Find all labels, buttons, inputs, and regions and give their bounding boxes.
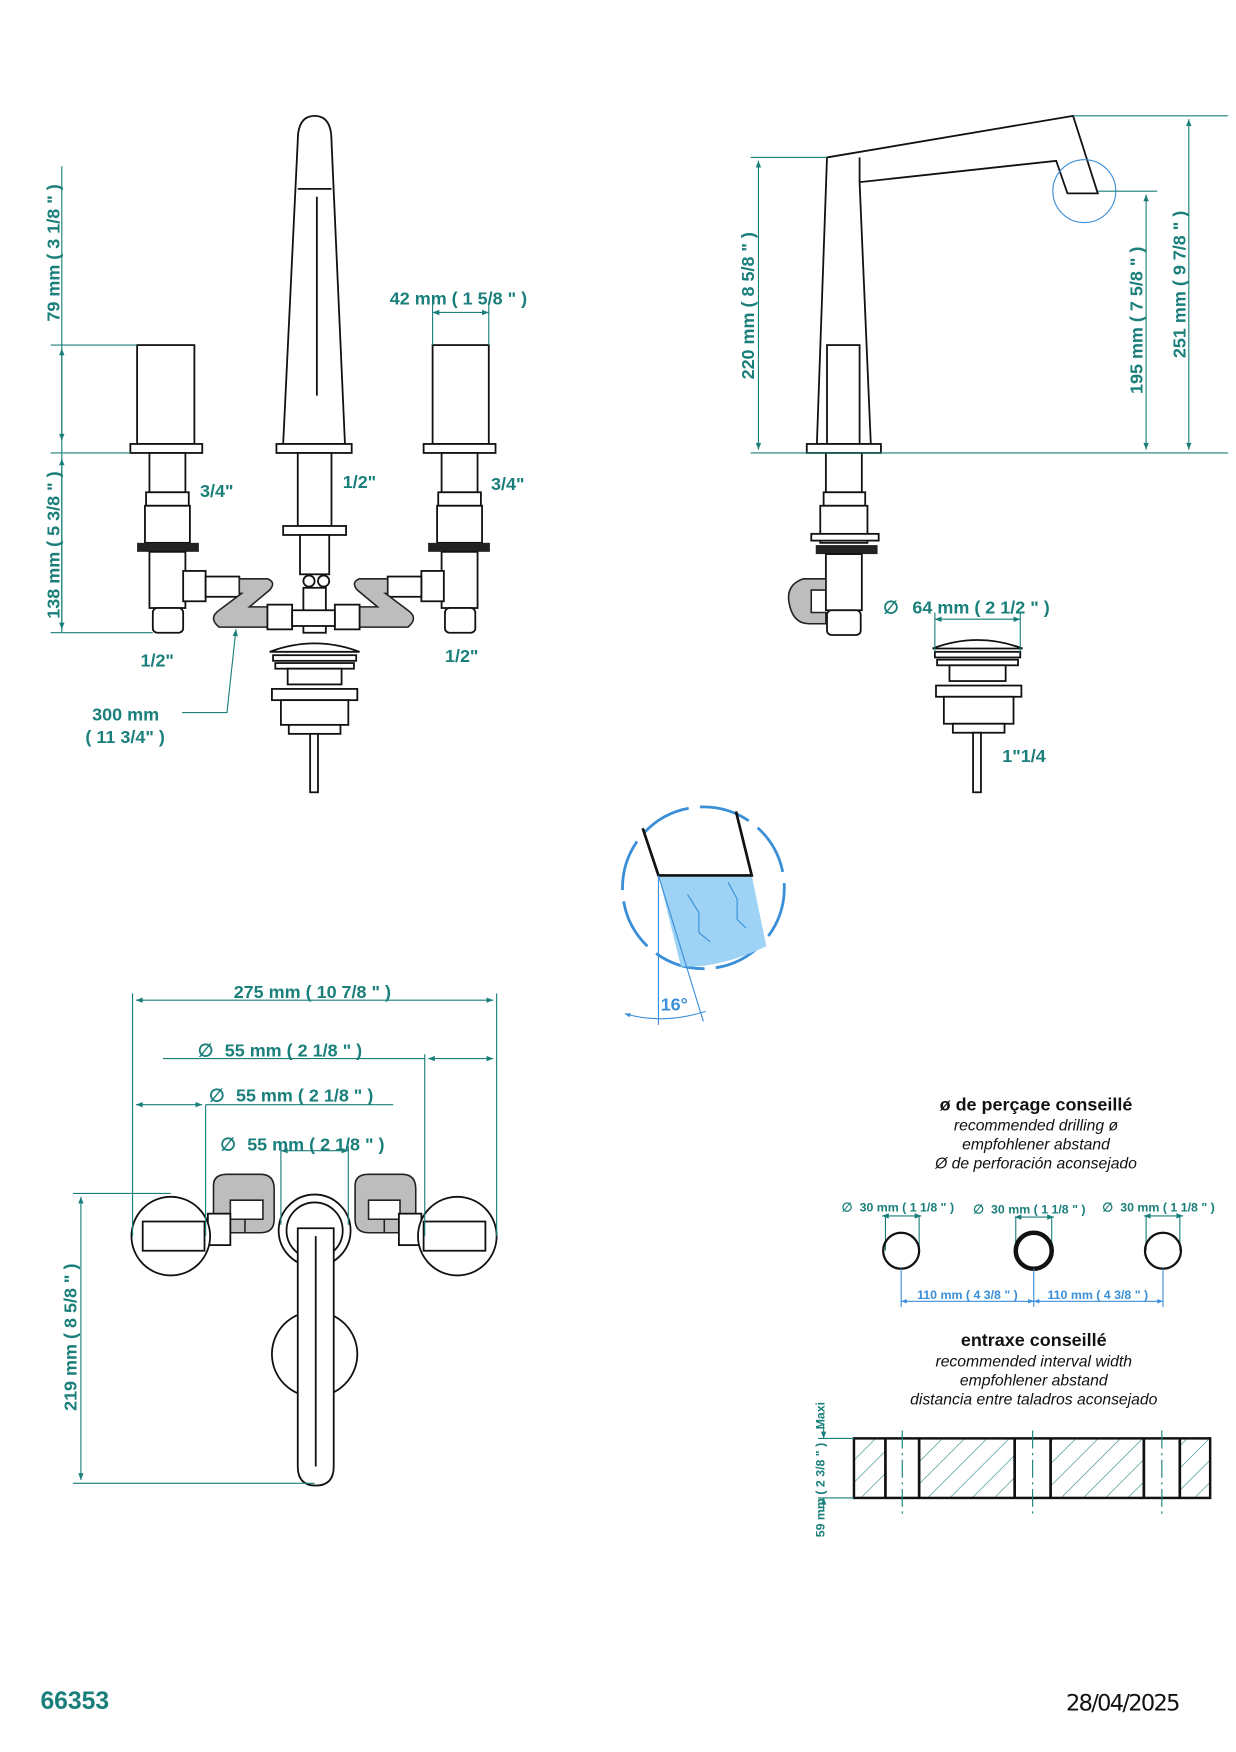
hole-spacing-1: 110 mm ( 4 3/8 " ) [917, 1288, 1018, 1302]
thread-center: 1/2" [343, 472, 377, 492]
right-handle [386, 344, 497, 634]
drilling-recommendation: ø de perçage conseillé recommended drill… [842, 1094, 1215, 1307]
interval-recommendation: entraxe conseillé recommended interval w… [814, 1330, 1212, 1537]
drilling-title: ø de perçage conseillé [940, 1094, 1133, 1114]
front-view: 79 mm ( 3 1/8 " ) 138 mm ( 5 3/8 " ) 42 … [44, 114, 527, 794]
dim-body-height: 138 mm ( 5 3/8 " ) [44, 471, 64, 618]
side-view: 220 mm ( 8 5/8 " ) 195 mm ( 7 5/8 " ) 25… [738, 114, 1229, 794]
dim-outlet-height: 195 mm ( 7 5/8 " ) [1127, 247, 1147, 394]
hole-3 [1143, 1231, 1183, 1270]
drain-diameter: 64 mm ( 2 1/2 " ) [912, 598, 1049, 618]
detail-angle: 16° [661, 994, 688, 1014]
drilling-subtitle-de: empfohlener abstand [962, 1137, 1111, 1154]
hose-length-in: ( 11 3/4" ) [85, 727, 164, 747]
spout [282, 114, 346, 445]
dim-depth: 219 mm ( 8 5/8 " ) [60, 1264, 80, 1411]
interval-title: entraxe conseillé [961, 1330, 1107, 1350]
svg-text:∅: ∅ [1102, 1200, 1113, 1214]
drilling-subtitle-es: Ø de perforación aconsejado [934, 1156, 1137, 1173]
dim-diameter-1-symbol: ∅ [198, 1040, 214, 1060]
interval-thickness: 59 mm ( 2 3/8 " ) [814, 1443, 828, 1537]
hole-3-diameter: 30 mm ( 1 1/8 " ) [1120, 1200, 1214, 1214]
hole-2-diameter: 30 mm ( 1 1/8 " ) [991, 1203, 1085, 1217]
dim-total-width: 275 mm ( 10 7/8 " ) [234, 982, 391, 1002]
side-hose [787, 578, 827, 625]
dim-side-body-height: 220 mm ( 8 5/8 " ) [738, 232, 758, 379]
countertop-section [852, 1430, 1212, 1515]
thread-right-upper: 3/4" [491, 474, 524, 494]
thread-right-lower: 1/2" [445, 646, 479, 666]
outlet-detail: 16° [621, 805, 786, 1025]
hole-1-diameter: 30 mm ( 1 1/8 " ) [860, 1200, 954, 1214]
top-view: 275 mm ( 10 7/8 " ) ∅ 55 mm ( 2 1/8 " ) … [60, 982, 498, 1487]
interval-subtitle-de: empfohlener abstand [960, 1373, 1109, 1390]
drain-diameter-symbol: ∅ [883, 598, 899, 618]
interval-subtitle-es: distancia entre taladros aconsejado [910, 1392, 1158, 1409]
hole-spacing-2: 110 mm ( 4 3/8 " ) [1047, 1288, 1148, 1302]
dim-diameter-2-symbol: ∅ [209, 1085, 225, 1105]
left-handle [129, 344, 241, 634]
water-stream [658, 875, 767, 967]
hole-2 [1013, 1230, 1054, 1271]
dim-diameter-3: 55 mm ( 2 1/8 " ) [247, 1135, 384, 1155]
drain-thread: 1"1/4 [1002, 746, 1046, 766]
drain-side [932, 639, 1023, 794]
left-handle-top [130, 1195, 212, 1277]
dim-handle-width: 42 mm ( 1 5/8 " ) [390, 289, 527, 309]
dim-diameter-1: 55 mm ( 2 1/8 " ) [225, 1040, 362, 1060]
drain-front [269, 642, 360, 794]
interval-thickness-note: Maxi [814, 1402, 828, 1429]
drilling-subtitle-en: recommended drilling ø [954, 1118, 1119, 1135]
document-date: 28/04/2025 [1066, 1690, 1179, 1716]
dim-diameter-3-symbol: ∅ [220, 1135, 236, 1155]
dim-diameter-2: 55 mm ( 2 1/8 " ) [236, 1085, 373, 1105]
product-reference: 66353 [40, 1688, 109, 1715]
svg-text:∅: ∅ [842, 1200, 853, 1214]
hose-length-mm: 300 mm [92, 704, 159, 724]
hole-1 [882, 1231, 921, 1270]
interval-subtitle-en: recommended interval width [935, 1353, 1132, 1370]
svg-text:∅: ∅ [973, 1203, 984, 1217]
thread-left-lower: 1/2" [140, 650, 174, 670]
thread-left-upper: 3/4" [200, 481, 234, 501]
dim-handle-height: 79 mm ( 3 1/8 " ) [44, 184, 64, 321]
dim-total-height: 251 mm ( 9 7/8 " ) [1169, 211, 1189, 358]
